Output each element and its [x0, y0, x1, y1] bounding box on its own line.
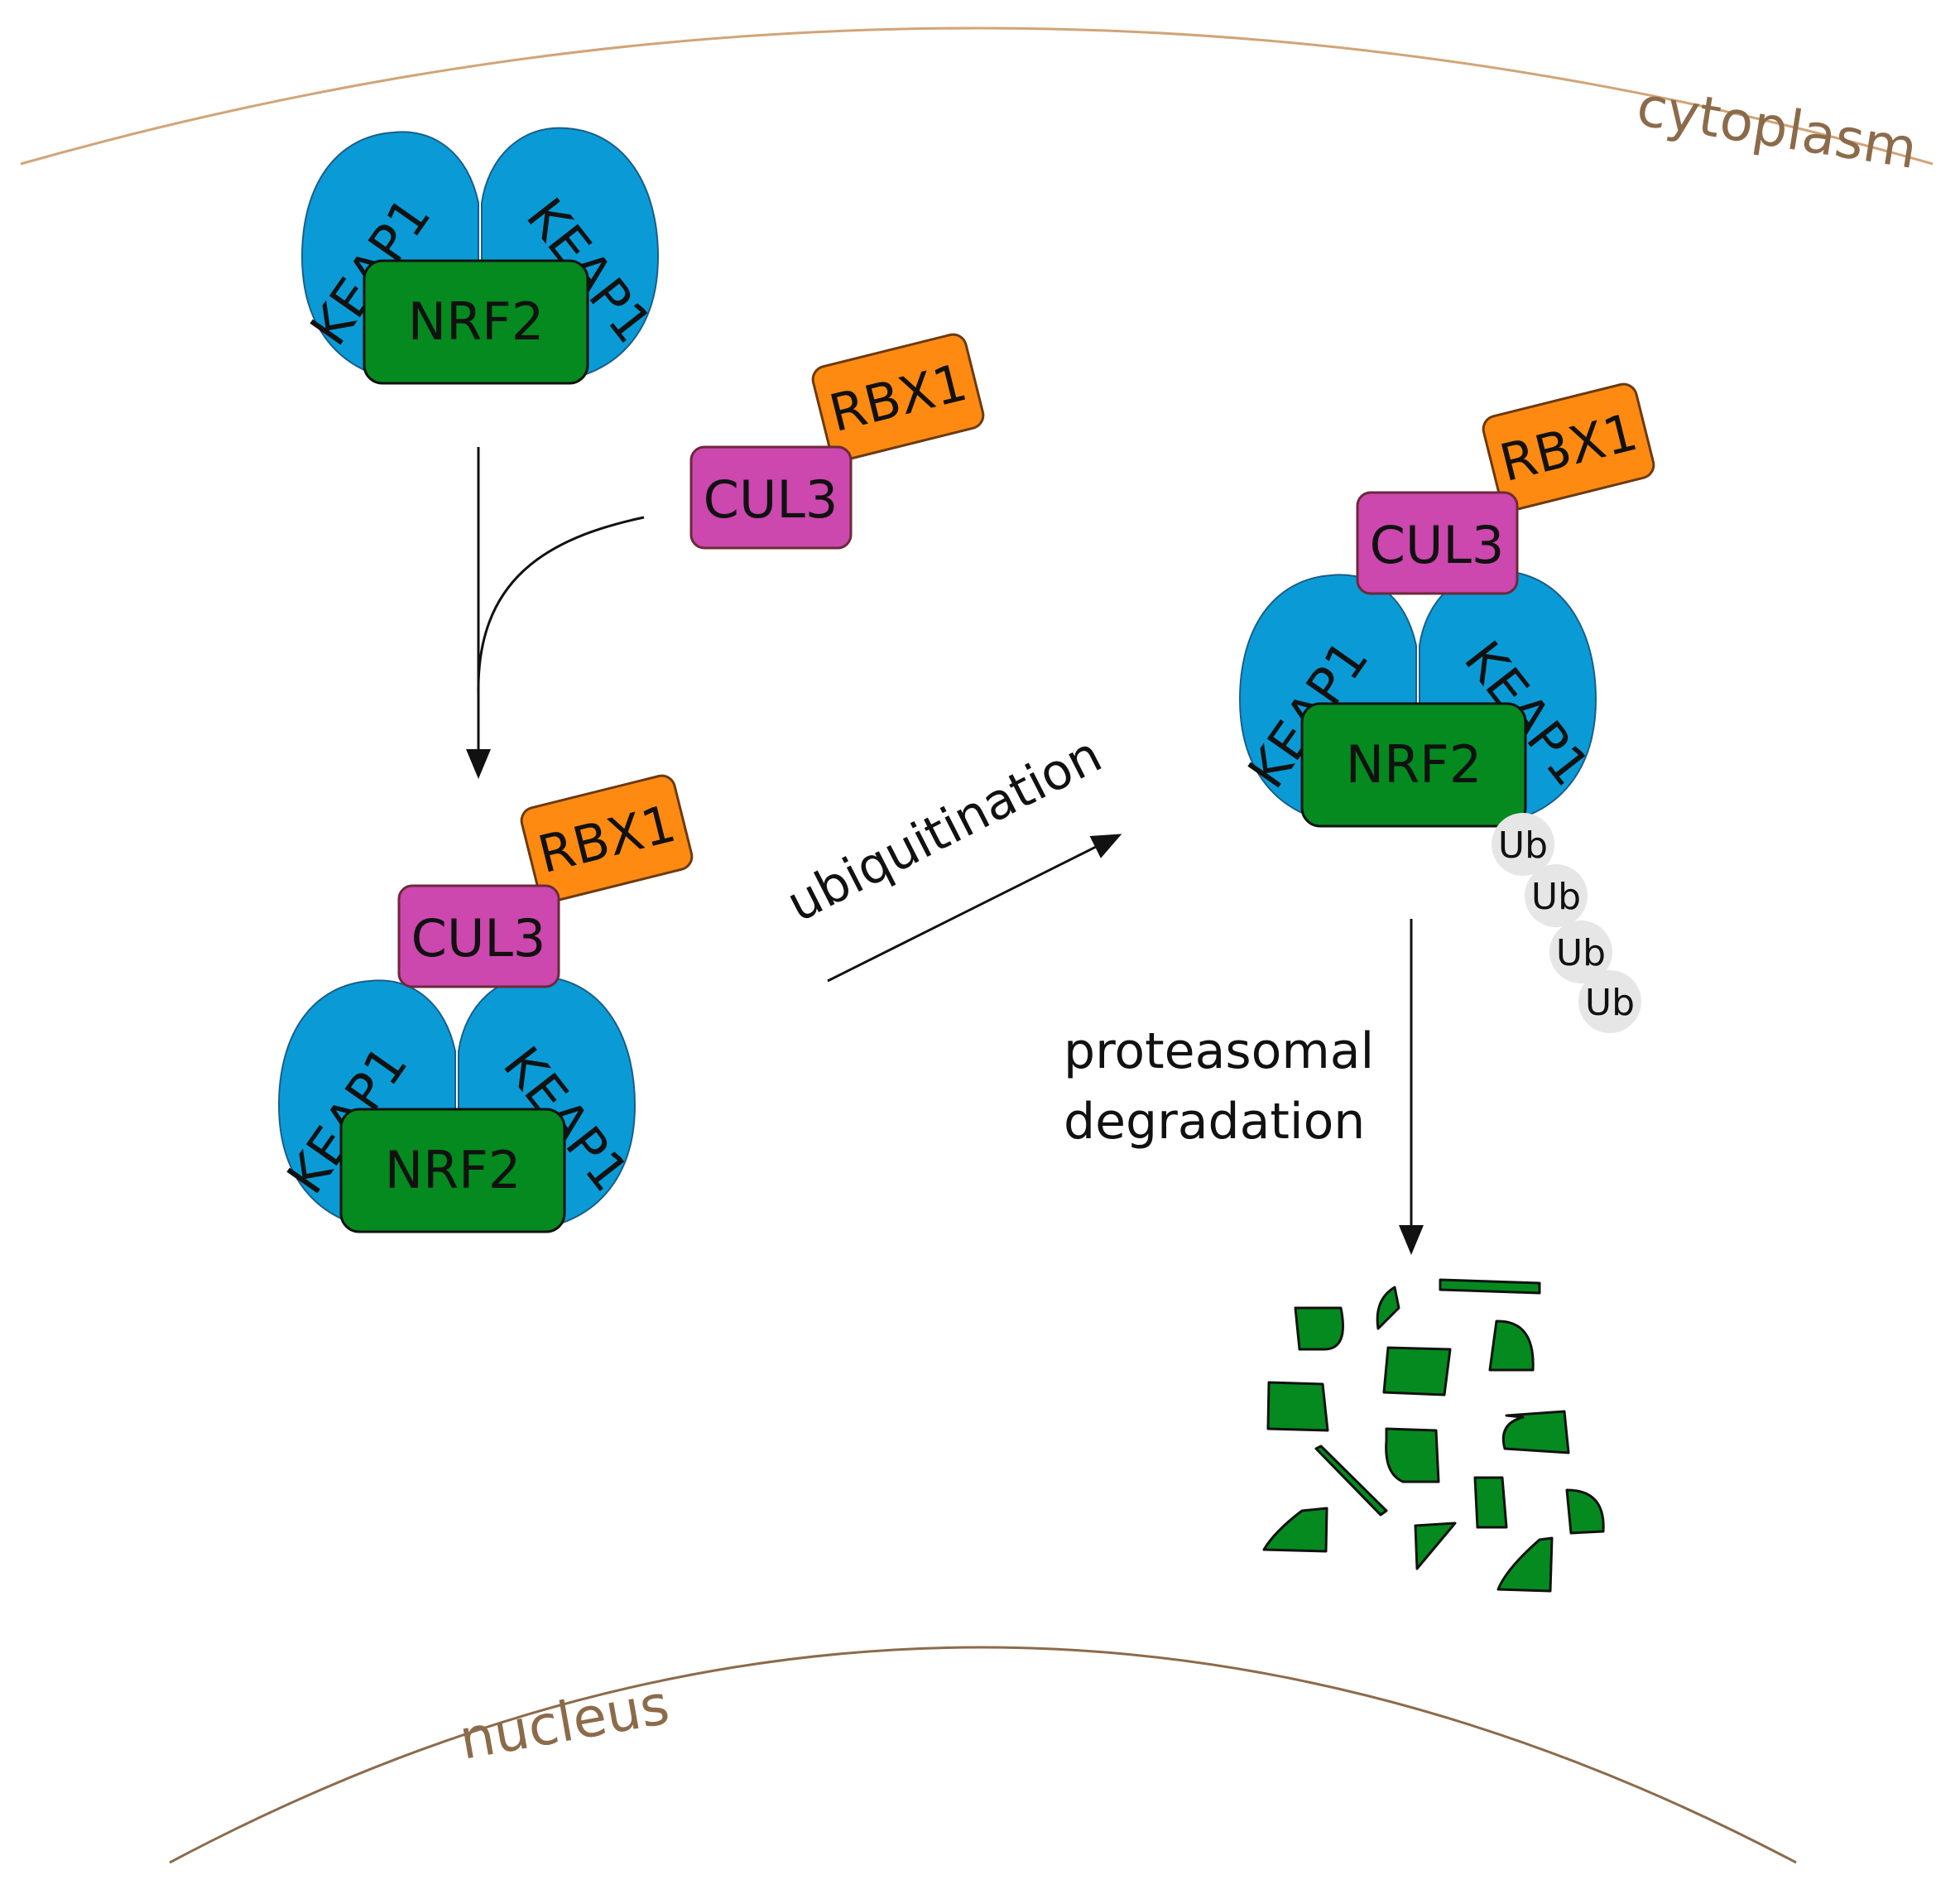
- fragment: [1266, 1381, 1329, 1432]
- fragment: [1262, 1507, 1328, 1553]
- cul3-box: [1356, 491, 1519, 595]
- cul3-label: CUL3: [411, 908, 546, 969]
- rbx1-box: [520, 774, 694, 903]
- rbx1-box: [1482, 382, 1655, 512]
- degradation-label-line2: degradation: [1064, 1093, 1365, 1151]
- ubiquitin-1: [1492, 813, 1554, 876]
- nucleus-label: nucleus: [454, 1673, 674, 1772]
- cytoplasm-membrane: [20, 26, 1934, 166]
- ubiquitination-label: ubiquitination: [778, 726, 1111, 934]
- degradation-label-line1: proteasomal: [1064, 1022, 1374, 1080]
- fragment: [1439, 1278, 1541, 1295]
- ubiquitin-2: [1525, 864, 1588, 927]
- fragment: [1314, 1445, 1388, 1517]
- ubiquitin-4-label: Ub: [1585, 982, 1635, 1024]
- arrow-cul3-binding: [477, 516, 645, 696]
- fragment: [1385, 1427, 1440, 1483]
- fragment: [1382, 1346, 1452, 1396]
- fragment: [1565, 1488, 1605, 1535]
- cytoplasm-label: cytoplasm: [1632, 75, 1921, 181]
- complex-cul3-keap1-nrf2: KEAP1 KEAP1 NRF2 RBX1 CUL3: [275, 774, 694, 1233]
- cul3-label: CUL3: [704, 469, 838, 530]
- nrf2-fragments: [1262, 1278, 1605, 1593]
- ubiquitin-3-label: Ub: [1556, 932, 1606, 974]
- rbx1-box: [811, 333, 985, 462]
- ubiquitin-3: [1549, 921, 1612, 983]
- nrf2-box: [339, 1108, 566, 1233]
- fragment: [1473, 1476, 1508, 1529]
- nrf2-label: NRF2: [408, 291, 545, 352]
- complex-ubiquitinated: KEAP1 KEAP1 NRF2 RBX1 CUL3 Ub Ub Ub Ub: [1236, 382, 1655, 1033]
- complex-keap1-nrf2: KEAP1 KEAP1 NRF2: [298, 127, 664, 385]
- nrf2-box: [1300, 702, 1527, 828]
- fragment: [1294, 1306, 1344, 1351]
- nrf2-box: [363, 259, 589, 385]
- ubiquitin-2-label: Ub: [1531, 876, 1581, 918]
- ubiquitin-4: [1578, 970, 1641, 1033]
- ubiquitin-1-label: Ub: [1498, 824, 1548, 867]
- cul3-rbx1-free: RBX1 CUL3: [689, 333, 985, 550]
- fragment: [1488, 1320, 1535, 1372]
- arrow-ubiquitination: [827, 834, 1122, 983]
- fragment: [1501, 1410, 1570, 1454]
- nrf2-label: NRF2: [385, 1140, 521, 1200]
- nucleus-membrane: [169, 1646, 1797, 1864]
- fragment: [1414, 1521, 1457, 1570]
- cul3-box: [689, 445, 853, 550]
- cul3-label: CUL3: [1370, 515, 1505, 575]
- fragment: [1376, 1286, 1400, 1330]
- fragment: [1496, 1536, 1554, 1593]
- cul3-box: [397, 884, 560, 988]
- nrf2-label: NRF2: [1346, 734, 1482, 795]
- ubiquitin-chain: Ub Ub Ub Ub: [1492, 813, 1641, 1033]
